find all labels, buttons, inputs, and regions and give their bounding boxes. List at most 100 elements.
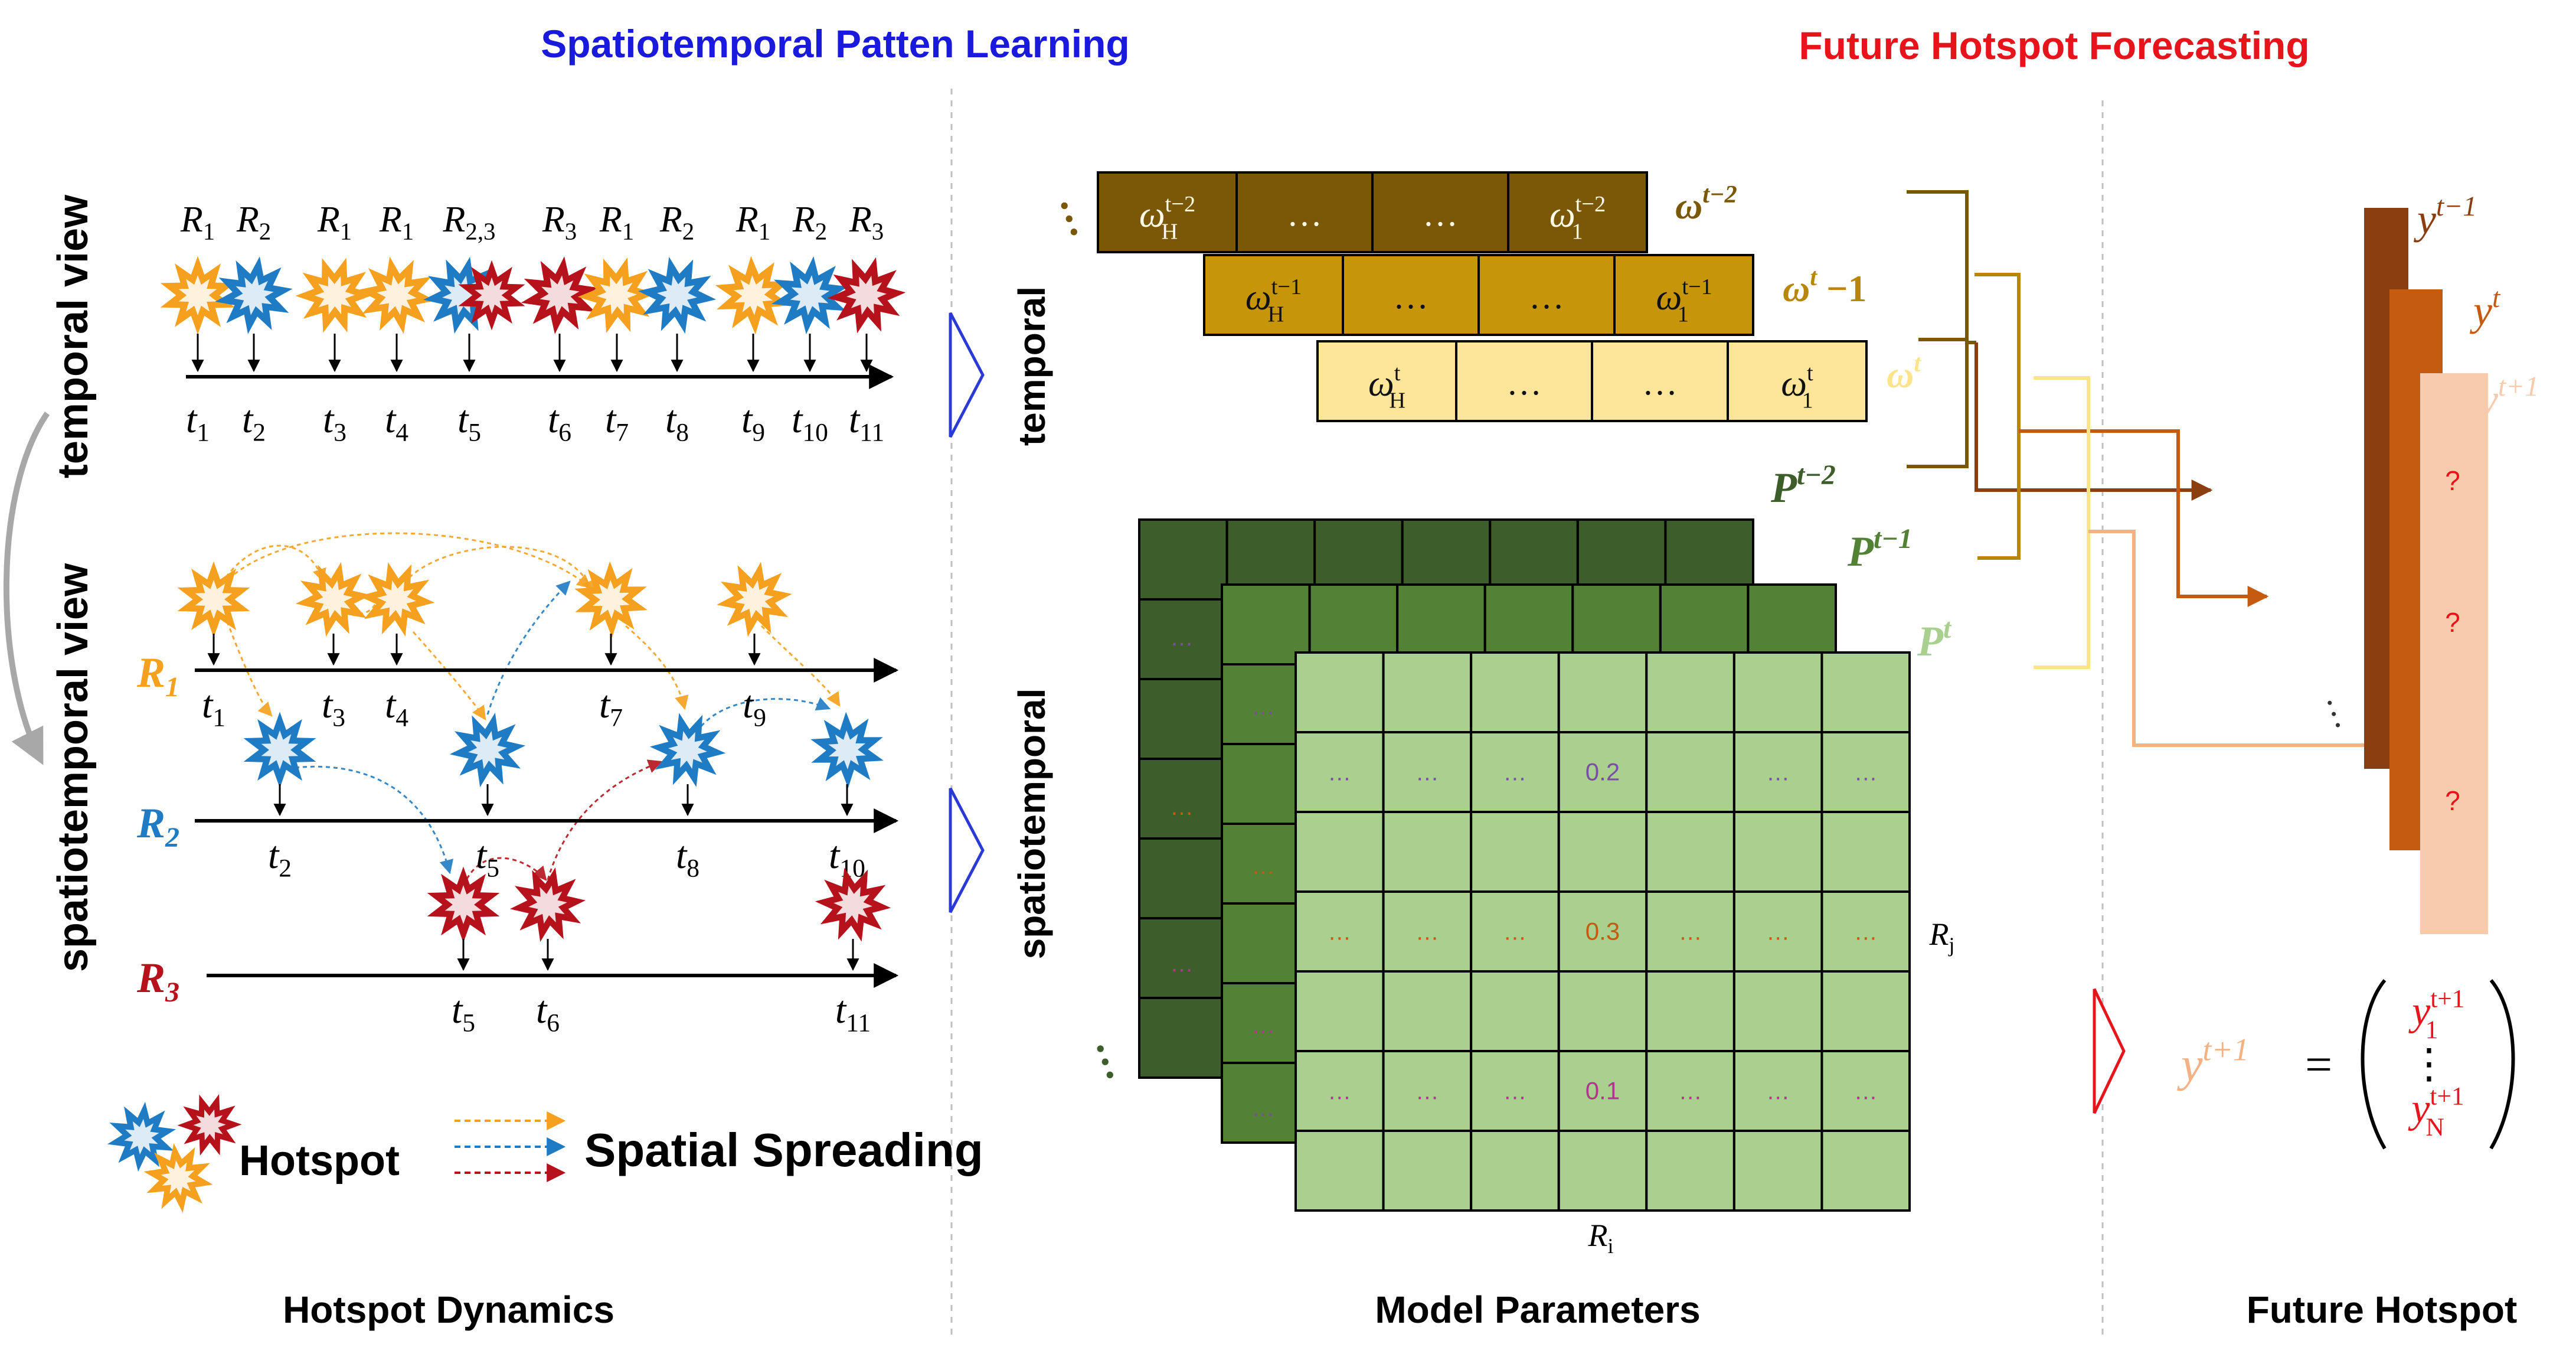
- row-event-time-label-base: t: [599, 683, 611, 726]
- temporal-event-time-label-base: t: [849, 398, 861, 441]
- pointer-spatiotemporal: [949, 787, 985, 913]
- omega-cell-label-sub: 1: [1802, 388, 1813, 413]
- connector-y-t-plus-1: [2088, 530, 2417, 756]
- row-event-time-label: t2: [268, 834, 292, 883]
- matrix-dots: …: [1328, 760, 1351, 786]
- p-matrix-cell: [1382, 811, 1473, 893]
- hotspot-burst-r2: [449, 712, 526, 788]
- forecast-bar-ellipsis: …: [2319, 687, 2368, 734]
- omega-cell: [1235, 171, 1374, 253]
- hotspot-burst-r2: [638, 256, 717, 334]
- temporal-event-region-label-base: R: [735, 200, 759, 240]
- row-event-time-label-sub: 1: [213, 704, 225, 732]
- temporal-event-region-label-sub: 1: [759, 218, 770, 245]
- p-matrix-cell: [1820, 811, 1911, 893]
- hotspot-burst-r3: [458, 260, 525, 331]
- temporal-event-region-label-base: R: [542, 200, 565, 240]
- temporal-event-region-label-base: R: [599, 200, 622, 240]
- temporal-event-time-label-base: t: [385, 398, 397, 441]
- omega-cell-ellipsis: …: [1642, 363, 1678, 402]
- omega-cell-label-base: ω: [1549, 195, 1575, 235]
- equation-bottom-entry-sub: N: [2426, 1113, 2444, 1141]
- p-matrix-cell: [1557, 1130, 1648, 1212]
- hotspot-burst-r1: [574, 561, 648, 638]
- row-event-time-label-base: t: [743, 683, 754, 726]
- row-label-base: R: [136, 649, 165, 696]
- p-matrix-cell: [1645, 811, 1735, 893]
- hotspot-burst-r1: [358, 562, 435, 637]
- temporal-event-region-label: R2,3: [442, 200, 495, 245]
- spreading-arc: [695, 697, 831, 733]
- hotspot-burst-r1: [358, 256, 436, 334]
- hotspot-burst-r1: [295, 257, 374, 333]
- matrix-dots: …: [1854, 760, 1878, 786]
- omega-cell: [1342, 254, 1480, 336]
- spreading-arc: [412, 631, 486, 720]
- hotspot-burst-r1: [715, 256, 792, 335]
- temporal-event-time-label: t4: [385, 398, 408, 447]
- omega-cell-label-base: ω: [1139, 195, 1165, 235]
- matrix-row-label-sub: j: [1948, 933, 1955, 957]
- omega-row-label-sup: t: [1810, 263, 1817, 291]
- equation-bottom-entry-sup: t+1: [2430, 1082, 2464, 1111]
- caption-future-hotspot: Future Hotspot: [2247, 1288, 2518, 1331]
- temporal-event-region-label-base: R: [236, 200, 259, 240]
- temporal-event-region-label-base: R: [442, 200, 465, 240]
- equation-lhs-sup: t+1: [2202, 1032, 2249, 1068]
- p-matrix-cell: [1659, 583, 1750, 665]
- spreading-arc: [760, 625, 841, 707]
- temporal-event-region-label-sub: 2,3: [465, 218, 495, 245]
- omega-cell-ellipsis: …: [1287, 194, 1322, 233]
- matrix-dots: …: [1854, 1079, 1878, 1105]
- hotspot-burst-r2: [810, 712, 884, 788]
- omega-row-label-base: ω: [1887, 354, 1914, 396]
- p-matrix-cell: [1820, 731, 1911, 813]
- p-matrix-cell: [1557, 970, 1648, 1052]
- omega-cell: [1613, 254, 1754, 336]
- row-event-time-label-base: t: [322, 683, 334, 726]
- p-matrix-cell: [1820, 890, 1911, 973]
- omega-cell-label-sub: 1: [1572, 219, 1583, 244]
- row-event-time-label: t5: [476, 834, 499, 883]
- temporal-event-time-label-sub: 3: [334, 419, 346, 447]
- hotspot-burst-r1-inner: [377, 275, 417, 315]
- p-matrix-cell: [1470, 970, 1560, 1052]
- hotspot-burst-r1-inner: [314, 276, 355, 315]
- temporal-event-region-label-sub: 2: [682, 218, 694, 245]
- bracket-t: [2034, 376, 2090, 669]
- p-matrix-cell: [1645, 731, 1735, 813]
- matrix-dots: …: [1766, 1079, 1790, 1105]
- spreading-arc: [213, 532, 591, 597]
- p-matrix-cell: [1470, 1050, 1560, 1132]
- bracket-t-minus-2: [1907, 190, 1969, 468]
- matrix-column-label-sub: i: [1608, 1234, 1614, 1258]
- row-event-time-label-base: t: [835, 988, 847, 1032]
- row-label-sub: 2: [165, 822, 179, 853]
- hotspot-burst-r3: [815, 867, 891, 942]
- temporal-event-region-label-sub: 2: [815, 218, 827, 245]
- p-matrix-cell: [1470, 731, 1560, 813]
- matrix-dots: …: [1854, 919, 1878, 945]
- spreading-arc: [462, 857, 547, 886]
- p-matrix-cell: [1557, 1050, 1648, 1132]
- hotspot-burst-r3-inner: [540, 275, 580, 315]
- spreading-arc: [547, 759, 663, 880]
- spreading-arc: [295, 765, 454, 875]
- p-matrix-label-sup: t−2: [1797, 460, 1836, 491]
- omega-cell: [1203, 254, 1344, 336]
- matrix-dots: …: [1416, 1079, 1439, 1105]
- omega-row-label: ωt −1: [1783, 263, 1866, 309]
- p-matrix-cell: [1732, 970, 1823, 1052]
- hotspot-burst-r1-inner: [178, 275, 217, 316]
- legend-burst-blue-inner: [124, 1118, 159, 1155]
- matrix-dots: …: [1503, 1079, 1526, 1105]
- temporal-event-time-label-base: t: [186, 398, 198, 441]
- temporal-view: R1t1R2t2R1t3R1t4R2,3t5R3t6R1t7R2t8R1t9R2…: [160, 200, 906, 447]
- p-matrix-cell: [1645, 1050, 1735, 1132]
- equation-bottom-entry-base: y: [2408, 1086, 2430, 1131]
- omega-row-label-base: ω: [1675, 185, 1702, 227]
